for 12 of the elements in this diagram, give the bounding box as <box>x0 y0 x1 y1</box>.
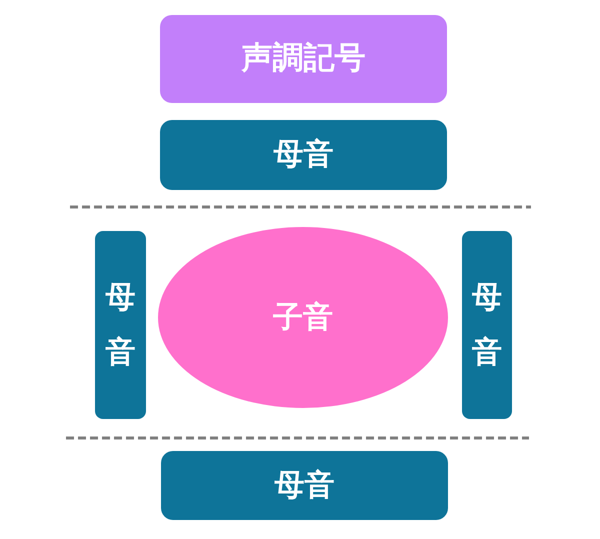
rounded-box <box>160 15 447 103</box>
node-label: 母音 <box>274 468 334 504</box>
vertical-label: 母音 <box>106 278 136 372</box>
vertical-rounded-box <box>462 231 512 419</box>
rounded-box <box>161 451 448 520</box>
vertical-rounded-box <box>95 231 146 419</box>
node-label: 声調記号 <box>242 40 366 78</box>
vertical-label: 母音 <box>472 278 502 372</box>
node-label: 子音 <box>273 300 333 336</box>
ellipse-shape <box>158 227 448 408</box>
rounded-box <box>160 120 447 190</box>
node-label: 母音 <box>274 137 334 173</box>
